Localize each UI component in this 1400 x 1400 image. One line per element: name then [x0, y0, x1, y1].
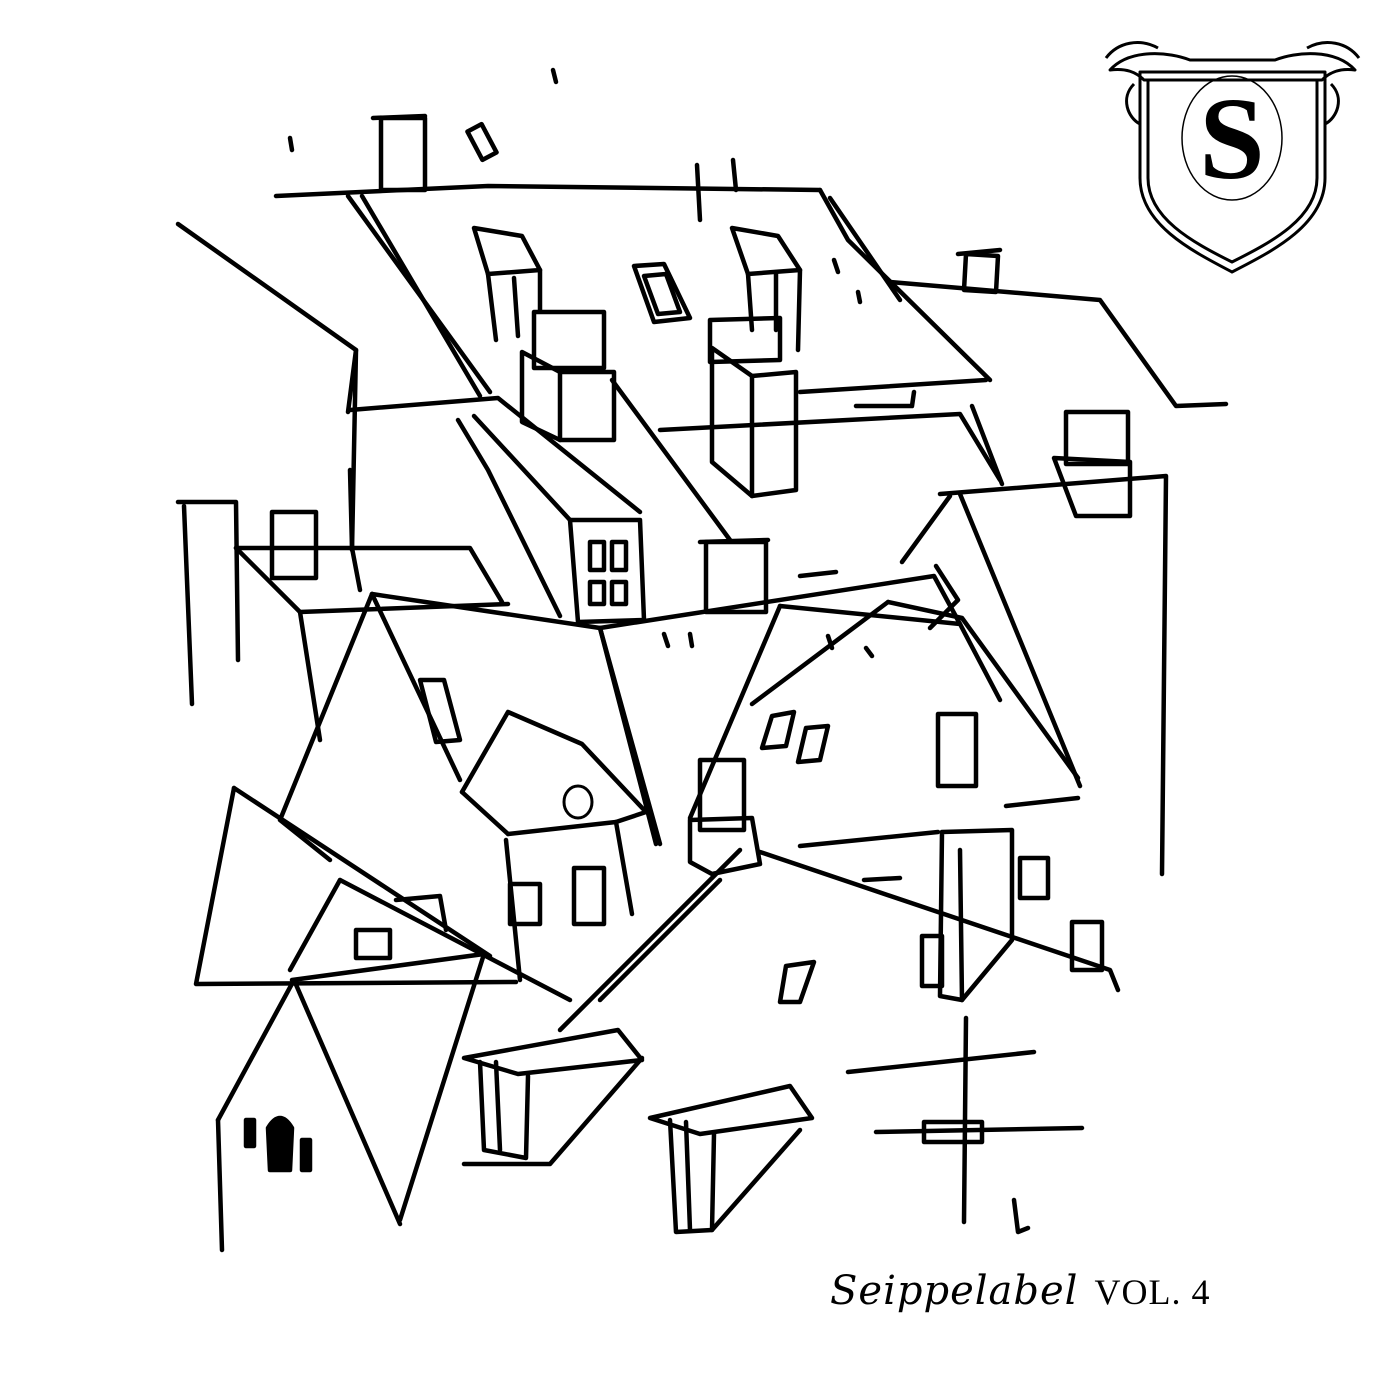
heraldic-shield-icon: S: [1104, 41, 1361, 274]
volume-label: VOL. 4: [1094, 1272, 1211, 1312]
brand-name: Seippelabel: [830, 1268, 1079, 1314]
album-title: Seippelabel VOL. 4: [830, 1268, 1290, 1328]
crest-letter: S: [1199, 73, 1265, 204]
